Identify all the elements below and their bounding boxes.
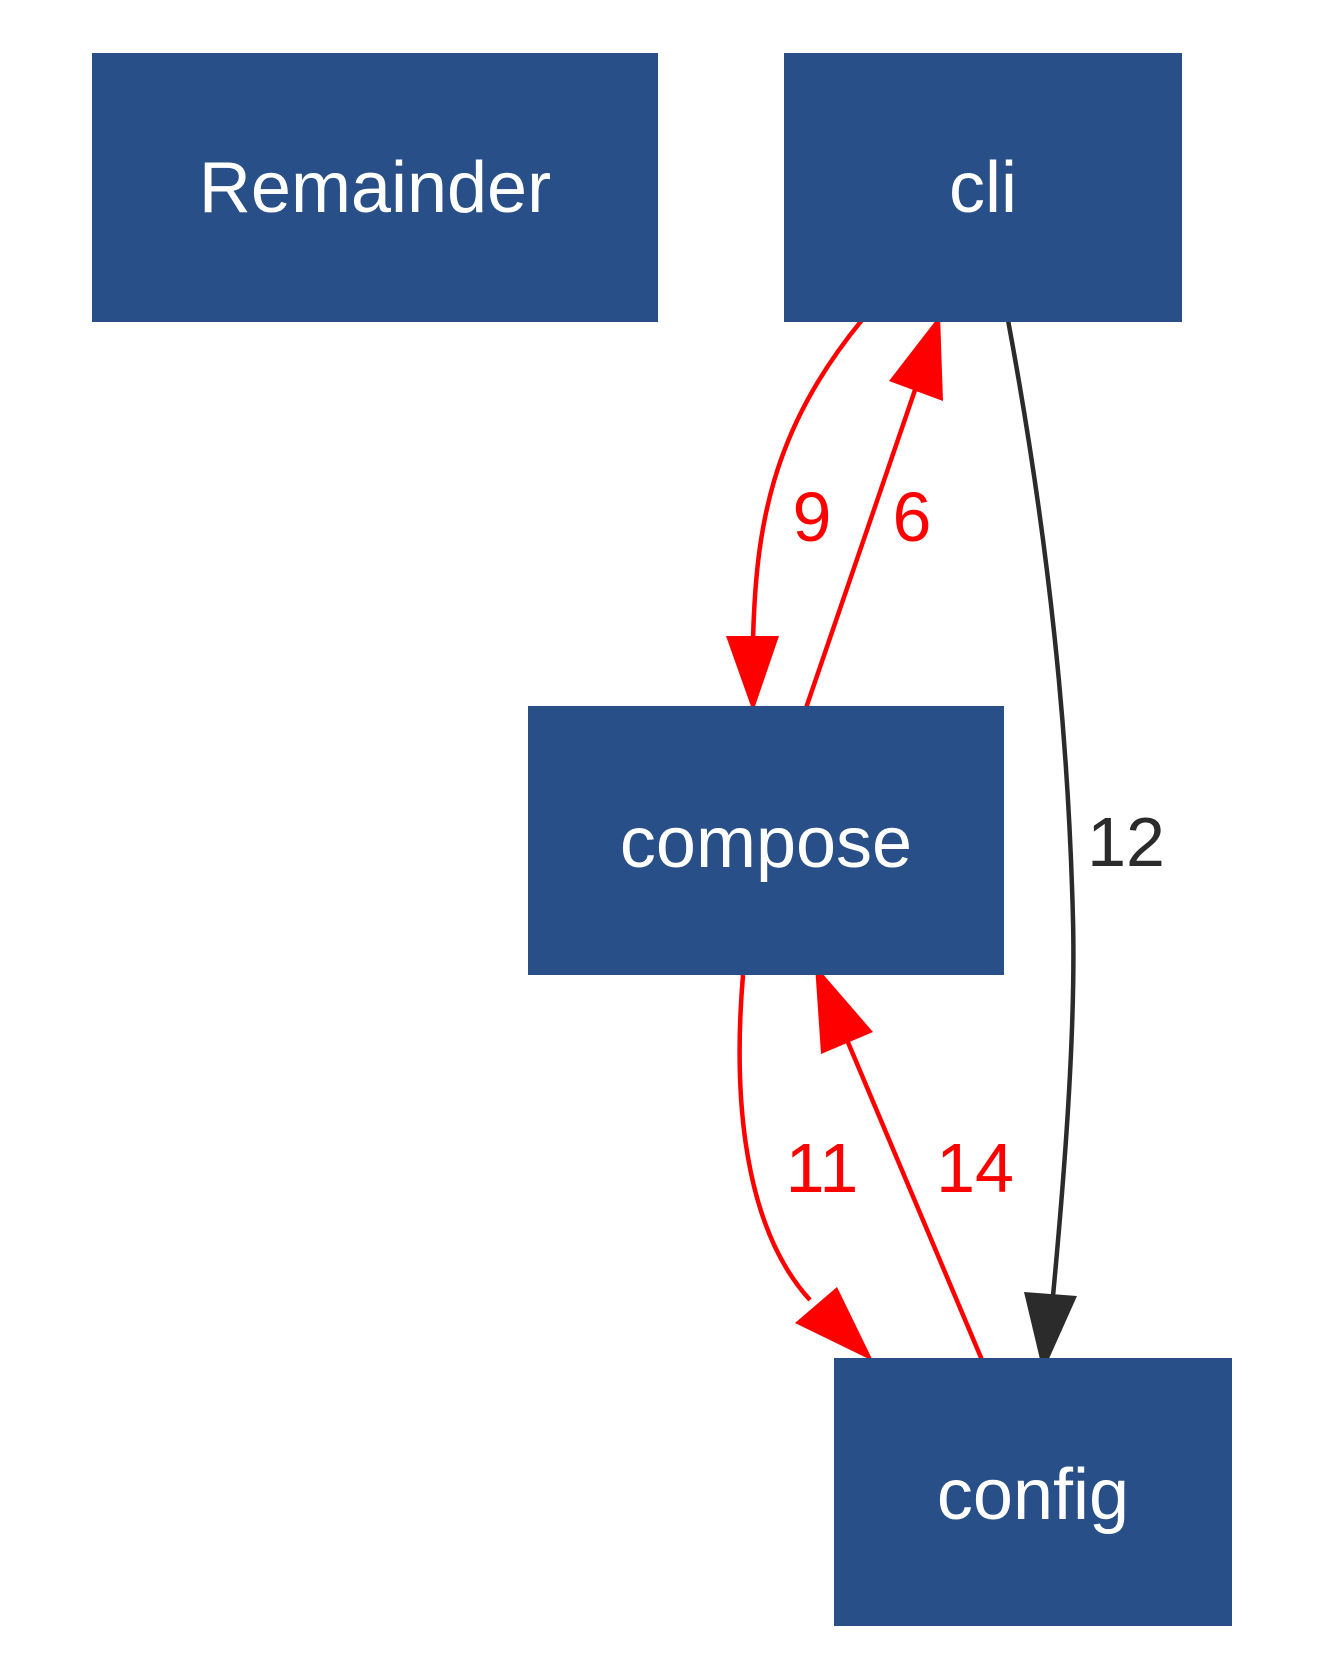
edge-line xyxy=(844,1039,985,1361)
edge-line xyxy=(750,318,864,641)
node-box xyxy=(528,706,1004,975)
edge-line xyxy=(803,389,918,709)
node-label: compose xyxy=(620,803,912,883)
arrowhead xyxy=(815,965,873,1054)
node-box xyxy=(784,53,1182,322)
edge-line xyxy=(737,974,812,1302)
edge-weight-label: 12 xyxy=(1087,803,1165,881)
node-remainder: Remainder xyxy=(92,53,658,322)
node-box xyxy=(92,53,658,322)
edge-weight-label: 6 xyxy=(893,478,932,556)
edge-cli-to-config: 12 xyxy=(1005,319,1165,1372)
edge-cli-to-compose: 9 xyxy=(726,318,864,712)
edge-weight-label: 14 xyxy=(936,1129,1014,1207)
node-config: config xyxy=(834,1358,1232,1626)
edge-weight-label: 11 xyxy=(786,1129,859,1207)
edge-line xyxy=(1005,319,1076,1297)
arrowhead xyxy=(889,315,943,401)
node-box xyxy=(834,1358,1232,1626)
node-label: config xyxy=(937,1455,1129,1535)
edge-compose-to-config: 11 xyxy=(737,974,873,1361)
node-compose: compose xyxy=(528,706,1004,975)
node-label: cli xyxy=(949,148,1017,228)
arrowhead xyxy=(795,1287,873,1361)
node-cli: cli xyxy=(784,53,1182,322)
edge-config-to-compose: 14 xyxy=(815,965,1014,1361)
edge-weight-label: 9 xyxy=(793,478,832,556)
edge-compose-to-cli: 6 xyxy=(803,315,943,709)
arrowhead xyxy=(1024,1292,1077,1372)
node-label: Remainder xyxy=(199,148,551,228)
arrowhead xyxy=(726,636,779,712)
